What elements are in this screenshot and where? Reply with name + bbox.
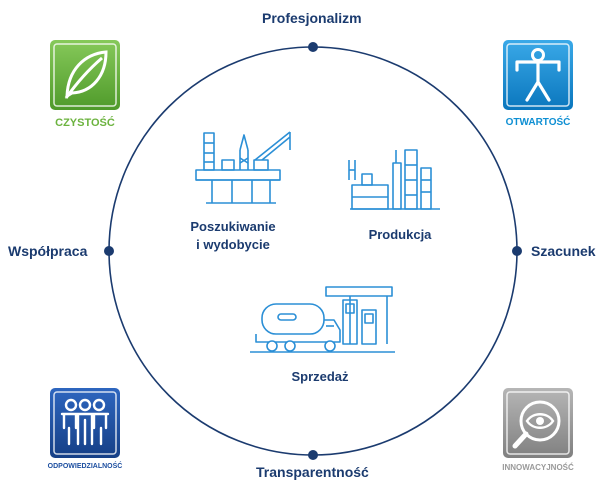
team-icon: [50, 388, 120, 458]
offshore-rig-icon: [195, 131, 291, 204]
ring-circle: [108, 46, 518, 456]
fuel-station-icon: [325, 286, 393, 345]
openness-badge: [503, 40, 573, 110]
value-left-label: Współpraca: [8, 243, 88, 259]
responsibility-badge: [50, 388, 120, 458]
refinery-icon: [348, 149, 440, 210]
value-top-label: Profesjonalizm: [262, 10, 362, 26]
cleanliness-badge: [50, 40, 120, 110]
node-left: [104, 246, 114, 256]
node-top: [308, 42, 318, 52]
node-bottom: [308, 450, 318, 460]
openness-label: OTWARTOŚĆ: [505, 117, 571, 128]
value-right-label: Szacunek: [531, 243, 596, 259]
segment-exploration-line1: Poszukiwanie: [190, 219, 276, 234]
value-bottom-label: Transparentność: [256, 464, 369, 480]
innovation-badge: [503, 388, 573, 458]
responsibility-label: ODPOWIEDZIALNOŚĆ: [47, 463, 123, 470]
tanker-truck-icon: [250, 303, 395, 353]
innovation-label: INNOWACYJNOŚĆ: [502, 463, 574, 472]
segment-exploration-line2: i wydobycie: [196, 237, 270, 252]
cleanliness-label: CZYSTOŚĆ: [55, 117, 115, 129]
segment-sales-label: Sprzedaż: [291, 369, 349, 384]
leaf-icon: [50, 40, 120, 110]
node-right: [512, 246, 522, 256]
person-icon: [503, 40, 573, 110]
eye-icon: [503, 388, 573, 458]
segment-production-label: Produkcja: [368, 227, 432, 242]
segment-exploration-label: Poszukiwanie i wydobycie: [178, 218, 288, 254]
